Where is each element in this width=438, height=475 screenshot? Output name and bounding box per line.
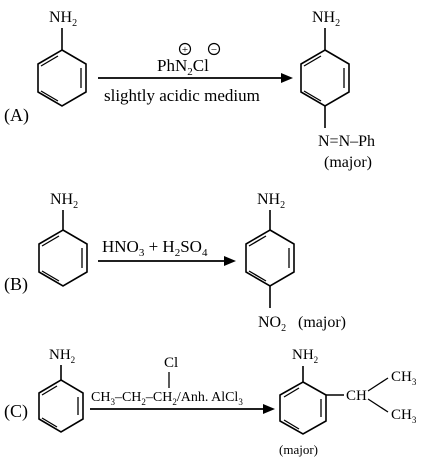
product-c-nh2: NH2 [292,347,318,365]
product-c-benzene-ring [279,381,327,435]
product-b-nitro-group: NO2 [258,314,286,334]
reaction-a: (A) NH2 + − PhN2Cl slightly acidic mediu… [4,9,375,171]
product-b-nh2: NH2 [257,191,285,211]
reactant-b-nh2: NH2 [50,191,78,211]
product-c-methyl-bottom: CH3 [391,407,417,425]
reactant-c-nh2: NH2 [49,347,75,365]
arrow-head [224,256,236,266]
reaction-a-arrow [98,73,293,83]
reaction-b: (B) NH2 HNO3 + H2SO4 NH2 NO2 (major) [4,191,346,334]
reagent-b-above: HNO3 + H2SO4 [102,237,208,259]
reactant-a-nh2: NH2 [49,9,77,29]
product-b-benzene-ring [245,229,295,287]
product-b-note: (major) [298,314,346,331]
reaction-c-product: NH2 CH CH3 CH3 (major) [279,347,417,457]
arrow-head [281,73,293,83]
reaction-c-arrow [90,404,275,414]
product-a-benzene-ring [300,49,350,107]
reaction-a-reactant: NH2 [37,9,87,107]
product-c-methyl-top: CH3 [391,369,417,387]
reactant-b-benzene-ring [38,229,88,287]
reagent-c-above: CH3–CH2–CH2/Anh. AlCl3 [91,390,243,407]
negative-charge: − [211,44,217,56]
product-a-note: (major) [324,154,372,171]
reagent-c-chlorine: Cl [164,355,178,371]
reaction-a-product: NH2 N=N–Ph (major) [300,9,375,171]
reagent-a-above: PhN2Cl [157,56,209,78]
reaction-c-label: (C) [4,401,28,422]
positive-charge: + [182,44,188,56]
reagent-a-below: slightly acidic medium [104,86,260,105]
reaction-b-product: NH2 NO2 (major) [245,191,346,334]
arrow-head [263,404,275,414]
reactant-a-benzene-ring [37,49,87,107]
product-c-ch-group: CH [346,388,367,404]
reaction-b-arrow [98,256,236,266]
reaction-b-reactant: NH2 [38,191,88,287]
reactant-c-benzene-ring [38,379,84,433]
reaction-c: (C) NH2 Cl CH3–CH2–CH2/Anh. AlCl3 NH2 CH [4,347,417,457]
reaction-a-label: (A) [4,105,29,126]
reaction-b-label: (B) [4,274,28,295]
product-c-note: (major) [279,442,318,457]
product-a-azo-group: N=N–Ph [318,133,375,150]
product-a-nh2: NH2 [312,9,340,29]
reaction-c-reactant: NH2 [38,347,84,433]
